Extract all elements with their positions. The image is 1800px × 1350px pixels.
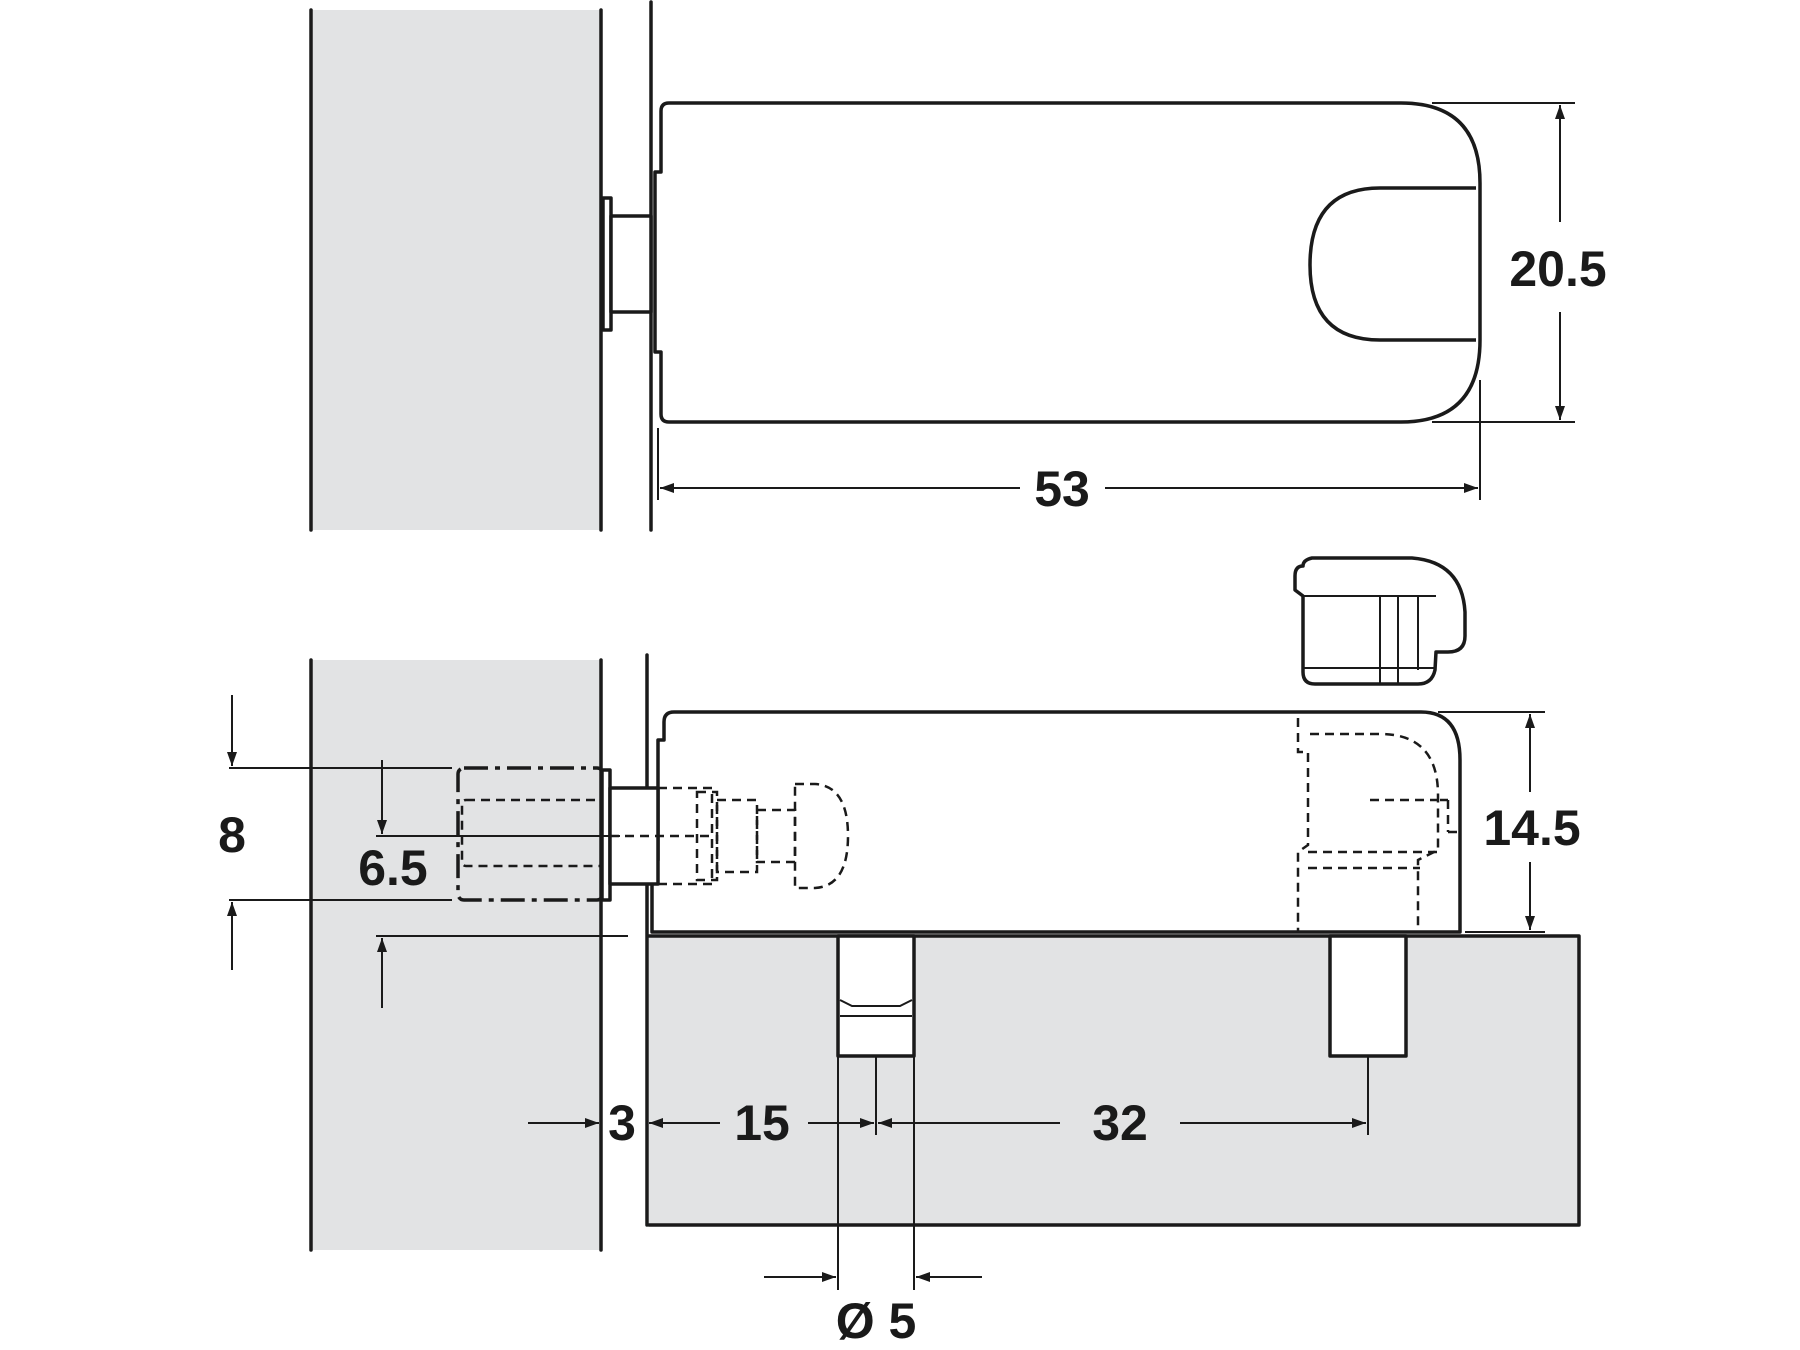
- dim-inner-label: 6.5: [358, 840, 428, 896]
- base-board: [649, 936, 1579, 1225]
- base-pin-left: [836, 934, 916, 1058]
- top-side-panel: [311, 10, 601, 530]
- top-connector-body: [653, 101, 1482, 424]
- dim-gap-label: 3: [608, 1095, 636, 1151]
- base-pin-right: [1328, 934, 1408, 1058]
- dim-length-label: 53: [1034, 461, 1090, 517]
- hidden-cap-housing: [1296, 718, 1460, 932]
- side-connector-body: [650, 710, 1462, 934]
- dim-width-label: 20.5: [1509, 241, 1606, 297]
- dim-diameter-label: Ø 5: [836, 1293, 917, 1349]
- base-pin-left-bevel: [839, 999, 913, 1017]
- dim-height-label: 14.5: [1483, 800, 1580, 856]
- side-panel: [311, 660, 601, 1250]
- side-view: 14.5 8 6.5 3 15 32 Ø 5: [218, 556, 1581, 1349]
- hidden-bolt: [610, 782, 850, 890]
- top-connector-neck: [609, 214, 653, 314]
- base-board-outline: [647, 934, 1581, 1227]
- top-view: 20.5 53: [309, 0, 1607, 532]
- top-cap-recess: [1308, 186, 1476, 342]
- dim-outer-label: 8: [218, 807, 246, 863]
- side-bore-outer: [456, 766, 605, 902]
- cover-cap: [1293, 556, 1467, 686]
- dim-offset-label: 15: [734, 1095, 790, 1151]
- dim-spacing-label: 32: [1092, 1095, 1148, 1151]
